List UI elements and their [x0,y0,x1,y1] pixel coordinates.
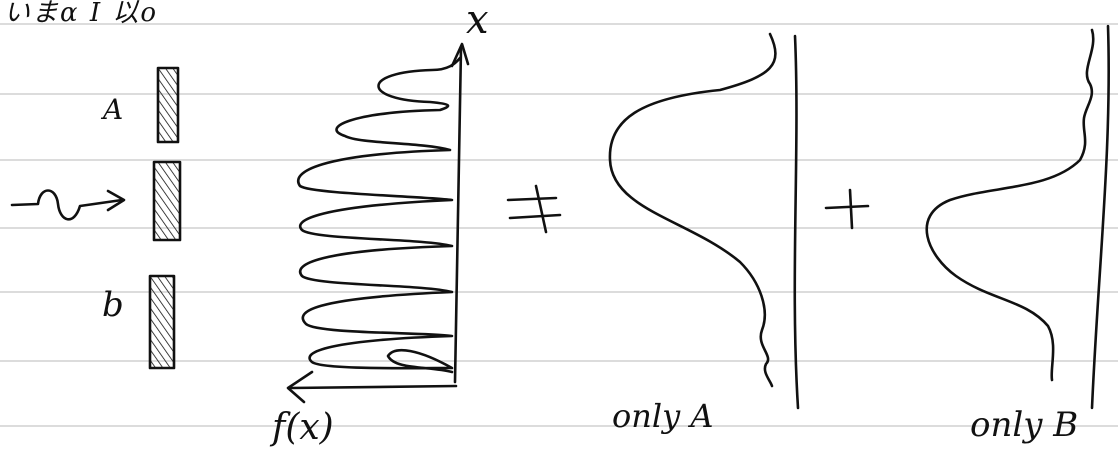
slit-b-label: b [102,285,124,325]
screen-a [793,34,800,410]
f-axis-label: f(x) [272,407,334,448]
plus-sign [824,188,870,230]
page-heading: いまα I 以o [4,0,159,28]
slit-middle [152,160,182,242]
slit-a [156,66,180,144]
profile-only-a [608,32,777,388]
x-axis-label: x [466,0,489,43]
slit-b [148,274,176,370]
axes [286,42,470,404]
slit-a-label: A [103,93,124,126]
caption-only-b: only B [970,405,1079,445]
not-equal-sign [506,184,562,234]
sine-arrow-icon [10,189,126,221]
interference-curve [297,56,462,374]
ruled-lines [0,23,1118,427]
hatched-slit-icon [148,66,182,370]
screen-b [1090,24,1110,410]
profile-only-b [925,28,1095,382]
caption-only-a: only A [612,397,714,435]
